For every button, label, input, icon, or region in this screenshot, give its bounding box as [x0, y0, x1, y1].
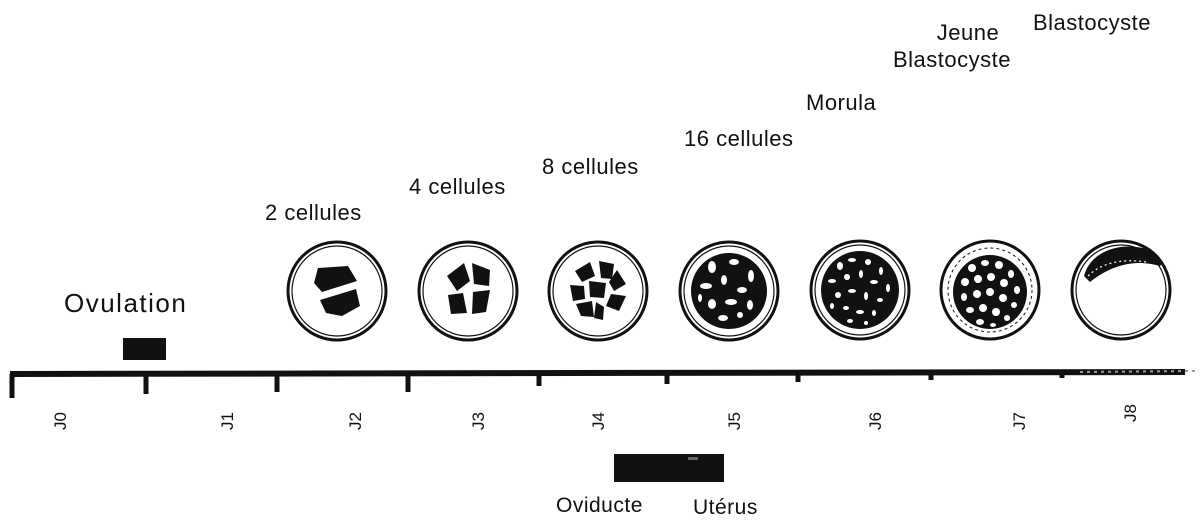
stage-label-blastocyst: Blastocyste — [1033, 12, 1151, 34]
day-label-2: J2 — [346, 412, 365, 430]
day-label-3: J3 — [469, 412, 488, 430]
day-label-0: J0 — [51, 412, 70, 430]
oviduct-label: Oviducte — [556, 495, 643, 516]
stage-label-4-cells: 4 cellules — [409, 176, 506, 198]
embryo-4-cells — [419, 242, 517, 340]
timeline-ticks — [12, 374, 1062, 398]
location-bar — [614, 454, 724, 482]
stage-label-young-blastocyst-line2: Blastocyste — [893, 49, 1011, 71]
day-labels: J0 J1 J2 J3 J4 J5 J6 J7 J8 — [51, 404, 1140, 430]
embryo-morula — [811, 241, 909, 339]
timeline-axis — [10, 372, 1185, 374]
day-label-8: J8 — [1121, 404, 1140, 422]
day-label-5: J5 — [725, 412, 744, 430]
uterus-label: Utérus — [693, 497, 758, 518]
stage-label-16-cells: 16 cellules — [684, 128, 793, 150]
day-label-6: J6 — [866, 412, 885, 430]
day-label-1: J1 — [218, 412, 237, 430]
day-label-4: J4 — [589, 412, 608, 430]
embryo-young-blastocyst — [941, 241, 1039, 339]
embryo-8-cells — [549, 242, 647, 340]
stage-label-young-blastocyst-line1: Jeune — [922, 22, 1014, 44]
ovulation-marker — [123, 338, 166, 360]
stage-label-8-cells: 8 cellules — [542, 156, 639, 178]
embryo-2-cells — [288, 242, 386, 340]
embryo-blastocyst — [1072, 241, 1170, 339]
stage-label-2-cells: 2 cellules — [265, 202, 362, 224]
stage-label-morula: Morula — [806, 92, 876, 114]
ovulation-label: Ovulation — [64, 290, 187, 316]
embryo-16-cells — [680, 242, 778, 340]
day-label-7: J7 — [1010, 412, 1029, 430]
